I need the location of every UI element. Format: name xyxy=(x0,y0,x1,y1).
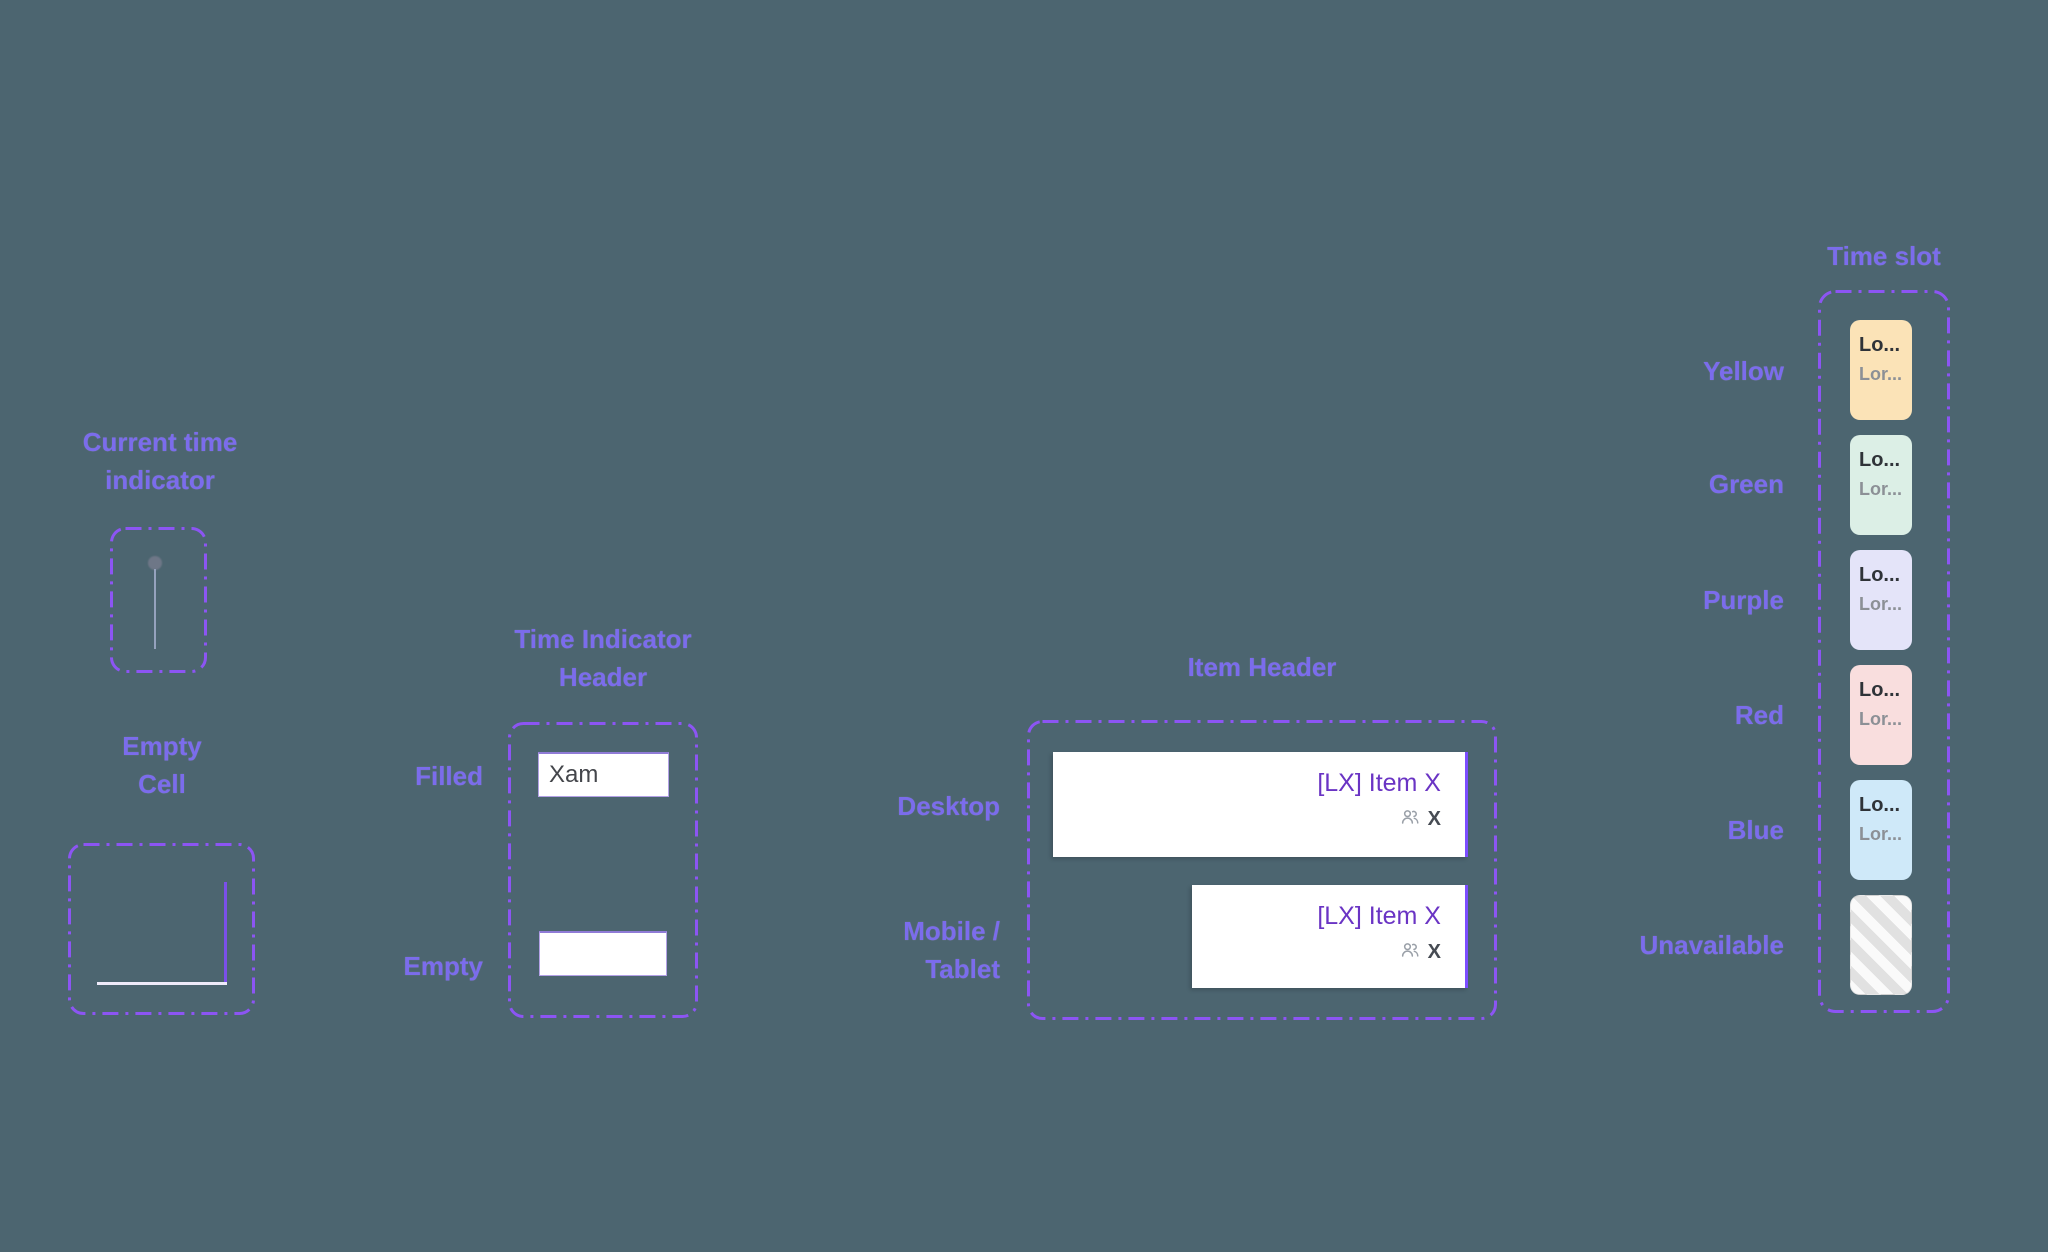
time-indicator-input-filled[interactable]: Xam xyxy=(538,752,669,797)
attendees-icon xyxy=(1400,807,1420,832)
mobile-tablet-label: Mobile / Tablet xyxy=(903,916,1000,984)
time-slot-text-primary: Lo... xyxy=(1859,449,1901,471)
time-slot-label-red: Red xyxy=(1734,700,1784,730)
time-slot-swatch-purple: Lo... Lor... xyxy=(1850,550,1912,650)
time-slot-text-secondary: Lor... xyxy=(1859,709,1903,729)
cell-bottom-border-line xyxy=(97,982,227,985)
cell-right-border-line xyxy=(224,882,227,985)
time-slot-swatch-blue: Lo... Lor... xyxy=(1850,780,1912,880)
time-slot-swatch-red: Lo... Lor... xyxy=(1850,665,1912,765)
time-slot-label-blue: Blue xyxy=(1727,815,1784,845)
time-slot-label-green: Green xyxy=(1708,469,1784,499)
time-slot-text-secondary: Lor... xyxy=(1859,364,1903,384)
desktop-label: Desktop xyxy=(897,791,1000,821)
empty-cell-title: Empty Cell xyxy=(122,731,202,799)
current-time-line xyxy=(154,569,156,649)
item-card-title: [LX] Item X xyxy=(1317,769,1441,797)
time-slot-text-secondary: Lor... xyxy=(1859,594,1903,614)
time-slot-text-primary: Lo... xyxy=(1859,564,1901,586)
filled-label: Filled xyxy=(415,761,483,791)
attendee-count-row: X xyxy=(1400,940,1441,965)
attendee-count: X xyxy=(1427,808,1441,830)
time-slot-label-purple: Purple xyxy=(1703,585,1784,615)
time-slot-label-unavailable: Unavailable xyxy=(1639,930,1784,960)
attendee-count-row: X xyxy=(1400,807,1441,832)
empty-label: Empty xyxy=(403,951,483,981)
item-header-card-mobile[interactable]: [LX] Item X X xyxy=(1192,885,1468,988)
current-time-dot xyxy=(148,556,162,570)
time-indicator-input-empty[interactable] xyxy=(539,931,667,976)
time-slot-text-secondary: Lor... xyxy=(1859,479,1903,499)
time-slot-text-primary: Lo... xyxy=(1859,334,1901,356)
time-slot-label-yellow: Yellow xyxy=(1703,356,1784,386)
item-header-card-desktop[interactable]: [LX] Item X X xyxy=(1053,752,1468,857)
item-header-title: Item Header xyxy=(1187,652,1337,682)
time-slot-title: Time slot xyxy=(1827,241,1941,271)
attendees-icon xyxy=(1400,940,1420,965)
item-card-title: [LX] Item X xyxy=(1317,902,1441,930)
time-slot-text-primary: Lo... xyxy=(1859,794,1901,816)
time-slot-swatch-green: Lo... Lor... xyxy=(1850,435,1912,535)
time-indicator-header-title: Time Indicator Header xyxy=(514,624,692,692)
time-slot-swatch-yellow: Lo... Lor... xyxy=(1850,320,1912,420)
current-time-indicator-frame xyxy=(110,527,207,673)
attendee-count: X xyxy=(1427,941,1441,963)
time-slot-text-primary: Lo... xyxy=(1859,679,1901,701)
time-slot-text-secondary: Lor... xyxy=(1859,824,1903,844)
current-time-indicator-title: Current time indicator xyxy=(82,427,238,495)
time-slot-swatch-unavailable xyxy=(1850,895,1912,995)
